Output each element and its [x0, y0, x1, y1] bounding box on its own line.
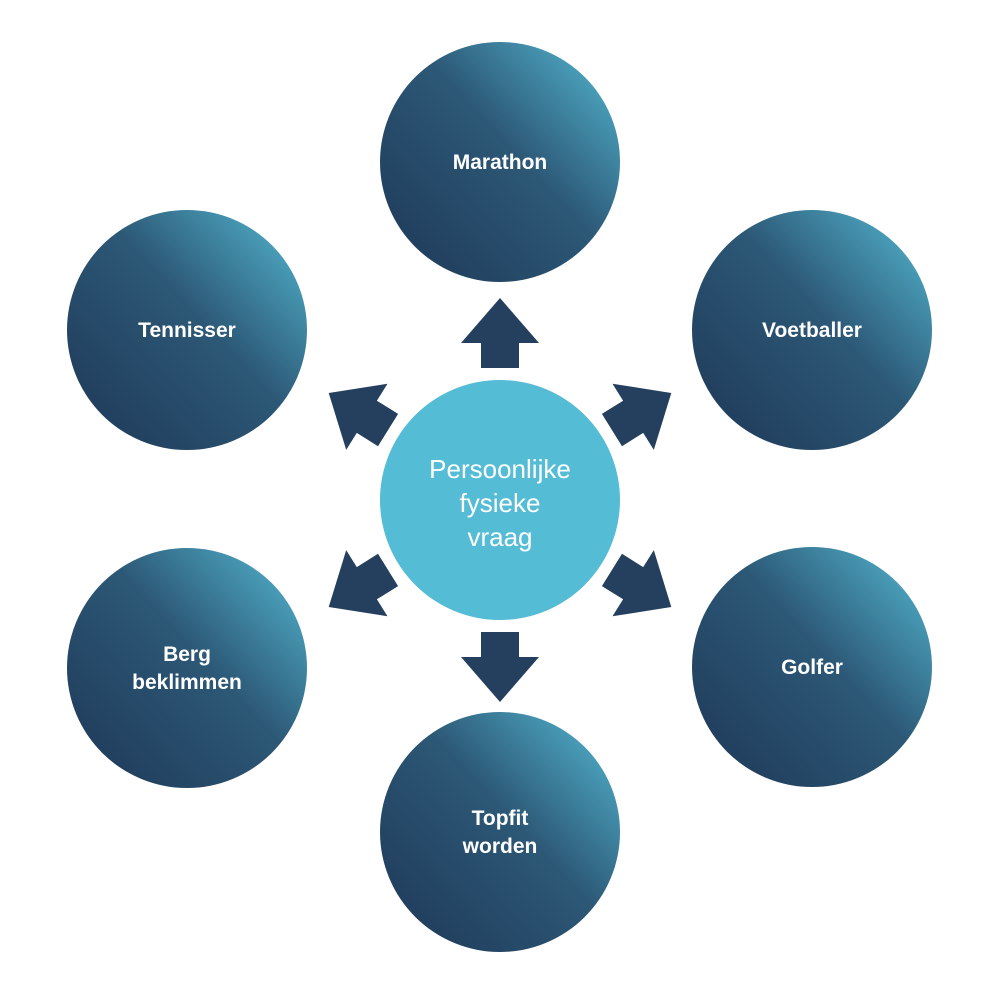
node-tennisser-circle	[67, 210, 307, 450]
center-label-line2: fysieke	[460, 488, 541, 518]
center-node-circle	[380, 380, 620, 620]
node-berg-label-line2: beklimmen	[132, 671, 242, 694]
node-tennisser: Tennisser	[67, 210, 307, 450]
node-marathon-circle	[380, 42, 620, 282]
center-node: Persoonlijke fysieke vraag	[380, 380, 620, 620]
node-berg-circle	[67, 548, 307, 788]
node-berg-label-line1: Berg	[163, 643, 211, 666]
arrow-to-golfer	[601, 550, 672, 617]
node-golfer: Golfer	[692, 547, 932, 787]
node-berg: Berg beklimmen	[67, 548, 307, 788]
node-voetballer-label: Voetballer	[762, 319, 862, 342]
node-topfit-label-line1: Topfit	[472, 807, 529, 830]
arrow-to-voetballer	[601, 383, 672, 450]
node-voetballer: Voetballer	[692, 210, 932, 450]
node-voetballer-circle	[692, 210, 932, 450]
node-topfit-circle	[380, 712, 620, 952]
center-label-line3: vraag	[467, 522, 532, 552]
node-marathon-label: Marathon	[453, 151, 548, 174]
arrow-to-berg	[328, 550, 399, 617]
arrow-to-topfit	[461, 632, 539, 702]
node-golfer-circle	[692, 547, 932, 787]
arrows-layer	[328, 298, 672, 702]
node-topfit: Topfit worden	[380, 712, 620, 952]
center-label-line1: Persoonlijke	[429, 454, 571, 484]
arrow-to-marathon	[461, 298, 539, 368]
node-marathon: Marathon	[380, 42, 620, 282]
arrow-to-tennisser	[328, 383, 399, 450]
node-golfer-label: Golfer	[781, 656, 843, 679]
node-tennisser-label: Tennisser	[138, 319, 236, 342]
node-topfit-label-line2: worden	[462, 835, 538, 858]
